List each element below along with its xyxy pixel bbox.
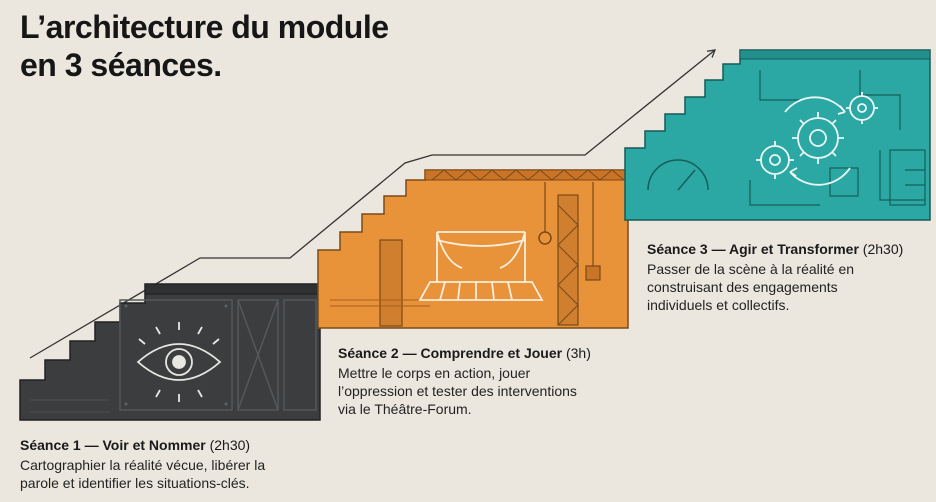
session-2-heading: Séance 2 — Comprendre et Jouer (3h) [338, 344, 628, 362]
title-line-2: en 3 séances. [20, 47, 222, 83]
session-1-description: Cartographier la réalité vécue, libérer … [20, 456, 320, 492]
session-1-desc-line: parole et identifier les situations-clés… [20, 475, 250, 491]
session-3-heading: Séance 3 — Agir et Transformer (2h30) [647, 240, 917, 258]
session-1-name: Séance 1 — Voir et Nommer [20, 437, 206, 453]
session-2-name: Séance 2 — Comprendre et Jouer [338, 345, 563, 361]
session-2-description: Mettre le corps en action, jouer l’oppre… [338, 364, 628, 418]
theater-stage-icon [418, 231, 544, 301]
session-2-duration: (3h) [565, 345, 591, 361]
session-1-desc-line: Cartographier la réalité vécue, libérer … [20, 457, 266, 473]
session-2-desc-line: l’oppression et tester des interventions [338, 383, 577, 399]
session-3-duration: (2h30) [862, 241, 904, 257]
session-3-desc-line: construisant des engagements [647, 279, 838, 295]
stair-block-2 [317, 169, 629, 329]
gears-icon [756, 92, 878, 186]
eye-icon [136, 322, 222, 402]
progress-arrow [29, 49, 717, 359]
session-1-duration: (2h30) [209, 437, 251, 453]
session-2-desc-line: via le Théâtre-Forum. [338, 401, 472, 417]
page-title: L’architecture du module en 3 séances. [20, 8, 389, 84]
title-line-1: L’architecture du module [20, 9, 389, 45]
session-2-desc-line: Mettre le corps en action, jouer [338, 365, 531, 381]
session-3-name: Séance 3 — Agir et Transformer [647, 241, 859, 257]
session-3-description: Passer de la scène à la réalité en const… [647, 260, 917, 314]
session-3-desc-line: Passer de la scène à la réalité en [647, 261, 855, 277]
session-1-caption: Séance 1 — Voir et Nommer (2h30) Cartogr… [20, 436, 320, 492]
session-3-caption: Séance 3 — Agir et Transformer (2h30) Pa… [647, 240, 917, 314]
session-3-desc-line: individuels et collectifs. [647, 297, 790, 313]
session-2-caption: Séance 2 — Comprendre et Jouer (3h) Mett… [338, 344, 628, 418]
session-1-heading: Séance 1 — Voir et Nommer (2h30) [20, 436, 320, 454]
stair-block-3 [624, 49, 931, 221]
